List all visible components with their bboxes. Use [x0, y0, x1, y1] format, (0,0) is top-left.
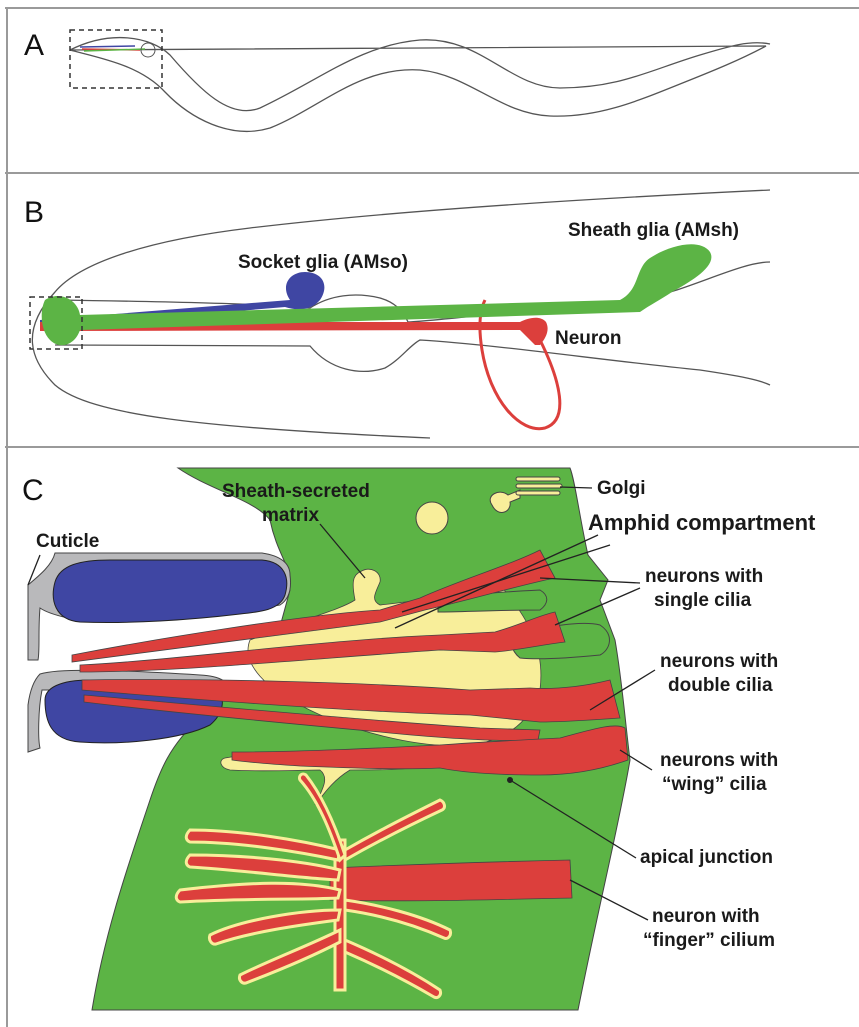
- panel-a-label: A: [24, 29, 44, 62]
- single-cilia-label-line2: single cilia: [654, 590, 752, 611]
- socket-glia-top: [53, 560, 287, 623]
- amphid-compartment-label: Amphid compartment: [588, 510, 816, 535]
- double-cilia-label-line2: double cilia: [668, 675, 773, 696]
- panel-b-label: B: [24, 196, 44, 229]
- wing-cilia-label-line2: “wing” cilia: [662, 774, 767, 795]
- matrix-label-line2: matrix: [262, 505, 319, 526]
- wing-cilia-label-line1: neurons with: [660, 750, 778, 771]
- worm-body-outline: [70, 38, 770, 132]
- neuron-finger: [330, 860, 572, 901]
- matrix-vesicle: [416, 502, 448, 534]
- apical-junction-dot: [507, 777, 513, 783]
- sheath-glia-label: Sheath glia (AMsh): [568, 220, 739, 241]
- single-cilia-label-line1: neurons with: [645, 566, 763, 587]
- matrix-label-line1: Sheath-secreted: [222, 481, 370, 502]
- panel-c: C: [22, 468, 816, 1010]
- socket-glia-label: Socket glia (AMso): [238, 252, 408, 273]
- finger-cilium-label-line1: neuron with: [652, 906, 760, 927]
- neuron-b-loop: [480, 300, 560, 429]
- cuticle-label: Cuticle: [36, 531, 99, 552]
- panel-b: B Socket glia (AMso) Sheath glia (AMsh) …: [24, 190, 770, 438]
- neuron-label: Neuron: [555, 328, 622, 349]
- head-zoom-box: [70, 30, 162, 88]
- double-cilia-label-line1: neurons with: [660, 651, 778, 672]
- panel-a: A: [24, 29, 770, 131]
- finger-cilium-label-line2: “finger” cilium: [643, 930, 775, 951]
- golgi-stack: [516, 477, 562, 495]
- apical-junction-label: apical junction: [640, 847, 773, 868]
- golgi-label: Golgi: [597, 478, 646, 499]
- panel-c-label: C: [22, 474, 44, 507]
